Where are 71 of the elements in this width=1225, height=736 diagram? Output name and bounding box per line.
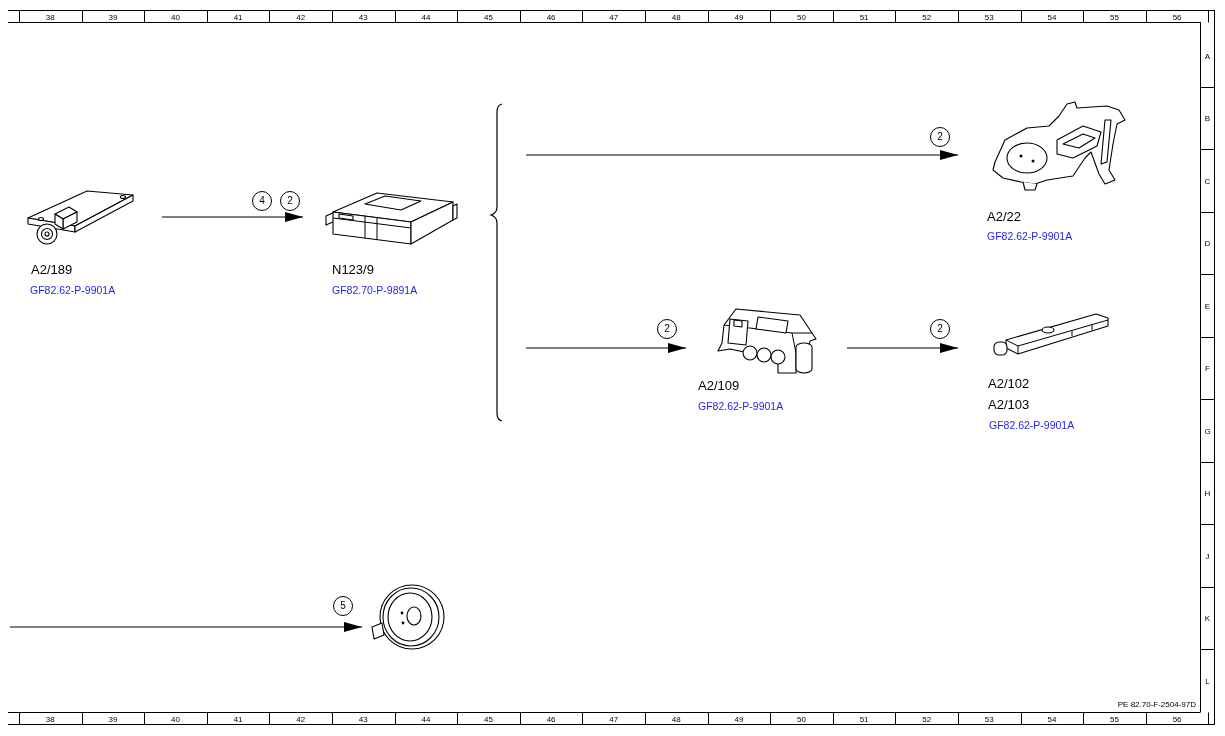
edge-label: 2: [657, 319, 677, 339]
part-code: A2/102: [988, 376, 1030, 391]
grid-number: 47: [609, 12, 619, 21]
grid-number: 55: [1110, 714, 1119, 723]
part-code: A2/189: [31, 262, 73, 277]
reference-link: GF82.62-P-9901A: [987, 230, 1073, 242]
arrow: [161, 212, 304, 222]
grid-number: 41: [233, 714, 243, 723]
grid-number: 52: [922, 714, 932, 723]
grid-number: 52: [922, 12, 932, 21]
grid-number: 39: [108, 714, 118, 723]
edge-label: 4 2: [252, 191, 300, 211]
part-code: A2/22: [987, 209, 1021, 224]
grid-number: 39: [108, 12, 118, 21]
grid-letter: G: [1204, 426, 1211, 435]
grid-number: 46: [546, 12, 556, 21]
part-code: A2/109: [698, 378, 740, 393]
part-code: N123/9: [332, 262, 374, 277]
reference-link: GF82.62-P-9901A: [698, 400, 784, 412]
grid-number: 42: [296, 714, 306, 723]
reference-link: GF82.62-P-9901A: [30, 284, 116, 296]
grid-number: 53: [984, 12, 994, 21]
grid-number: 40: [171, 12, 180, 21]
grid-number: 43: [358, 714, 368, 723]
grid-number: 38: [45, 12, 55, 21]
grid-letter: H: [1204, 488, 1211, 498]
grid-letter: K: [1204, 613, 1211, 623]
grid-letter: A: [1204, 51, 1211, 60]
arrow: [525, 150, 959, 160]
grid-letter: J: [1205, 551, 1210, 560]
grid-number: 47: [609, 714, 619, 723]
grid-number: 42: [296, 12, 306, 21]
grid-number: 44: [421, 714, 431, 723]
grid-number: 40: [171, 714, 180, 723]
grid-number: 54: [1047, 12, 1057, 21]
grid-letter: B: [1204, 113, 1211, 123]
grid-number: 55: [1110, 12, 1119, 21]
grid-number: 38: [45, 714, 55, 723]
grid-number: 49: [734, 714, 744, 723]
drawing-number: PE 82.70-F-2504-97D: [1117, 700, 1196, 709]
edge-label: 5: [333, 596, 353, 616]
grid-letter: L: [1205, 676, 1210, 685]
arrow: [846, 343, 959, 353]
reference-link: GF82.70-P-9891A: [332, 284, 418, 296]
grid-number: 51: [859, 12, 869, 21]
grid-number: 56: [1172, 714, 1182, 723]
grid-number: 41: [233, 12, 243, 21]
grid-letter: E: [1204, 301, 1211, 310]
grid-number: 45: [484, 12, 493, 21]
grid-number: 44: [421, 12, 431, 21]
grid-letter: D: [1204, 238, 1211, 248]
edge-label: 2: [930, 127, 950, 147]
grid-number: 48: [671, 714, 681, 723]
part-code: A2/103: [988, 397, 1030, 412]
arrow: [525, 343, 687, 353]
reference-link: GF82.62-P-9901A: [989, 419, 1075, 431]
edge-label: 2: [930, 319, 950, 339]
arrow: [9, 622, 363, 632]
grid-number: 51: [859, 714, 869, 723]
grid-number: 53: [984, 714, 994, 723]
grid-number: 45: [484, 714, 493, 723]
grid-letter: F: [1205, 363, 1210, 373]
grid-number: 43: [358, 12, 368, 21]
grid-number: 56: [1172, 12, 1182, 21]
grid-number: 49: [734, 12, 744, 21]
grid-number: 50: [797, 12, 806, 21]
grid-number: 48: [671, 12, 681, 21]
grid-number: 50: [797, 714, 806, 723]
grid-letter: C: [1204, 176, 1211, 185]
grid-number: 54: [1047, 714, 1057, 723]
grid-number: 46: [546, 714, 556, 723]
